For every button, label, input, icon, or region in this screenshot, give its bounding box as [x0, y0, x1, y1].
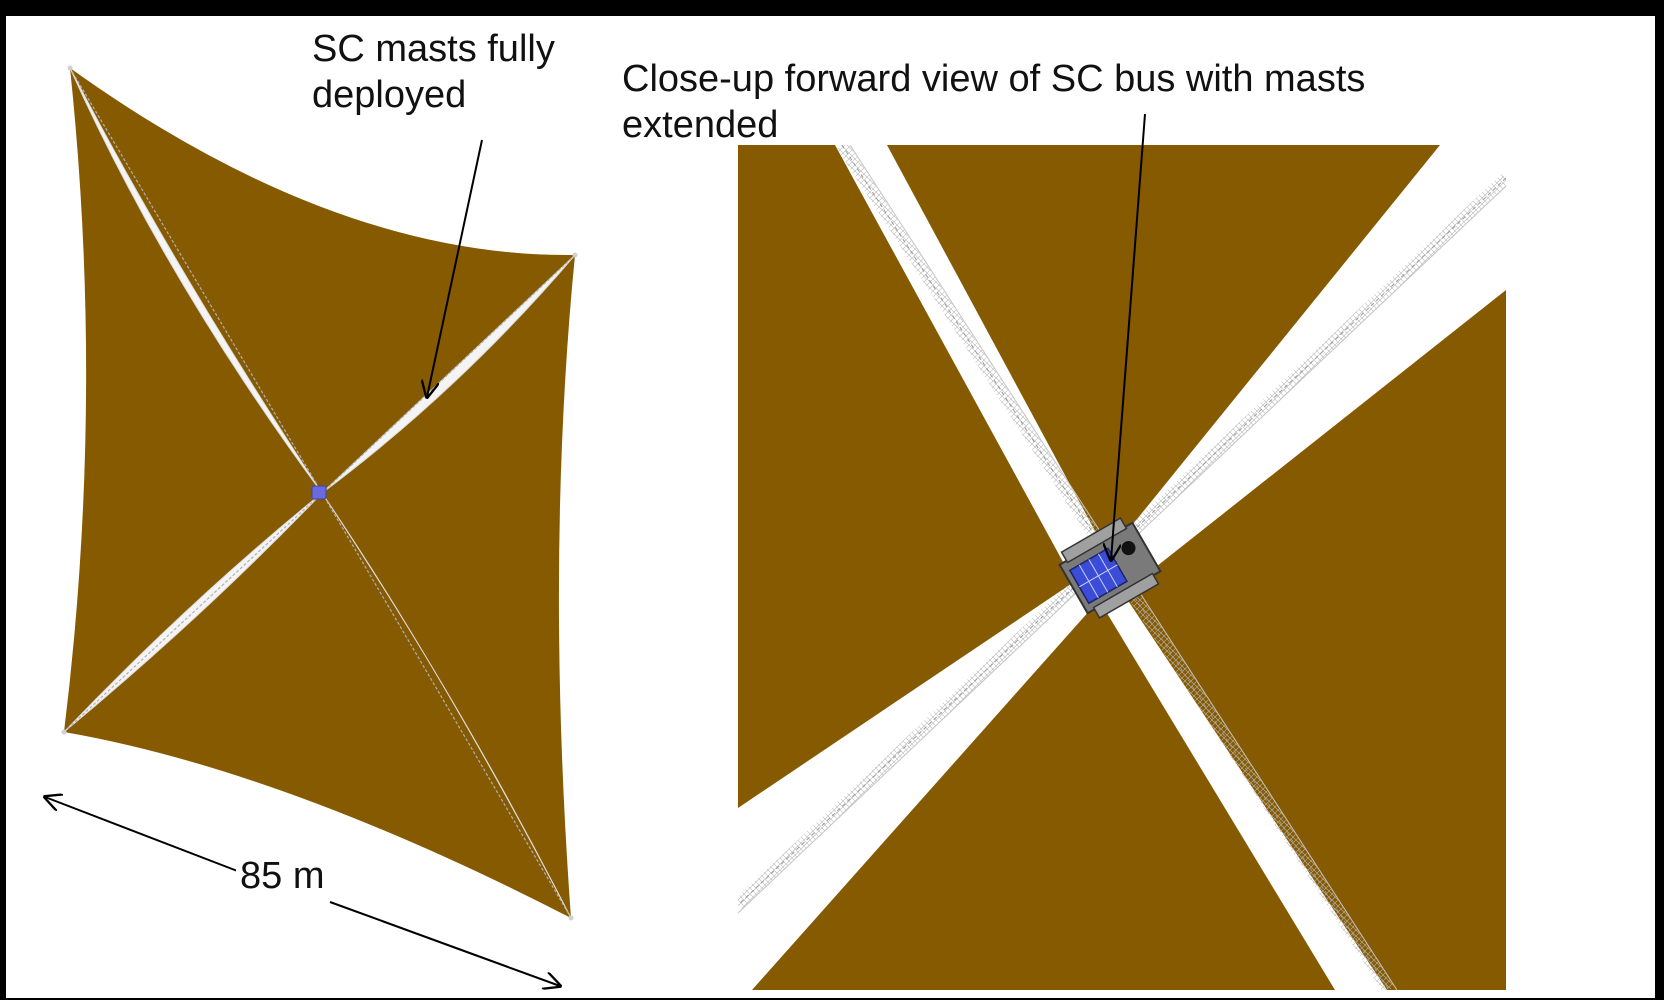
sail-panel-right — [1123, 290, 1506, 990]
masts-leader-arrow — [427, 139, 483, 397]
scale-label: 85 m — [236, 853, 329, 899]
masts-deployed-label: SC masts fully deployed — [312, 26, 555, 118]
closeup-label: Close-up forward view of SC bus with mas… — [622, 56, 1365, 148]
masts-label-line2: deployed — [312, 74, 467, 116]
solar-panel-cells — [1078, 553, 1118, 599]
sail-panel-left — [738, 145, 1074, 808]
frame-border — [4, 14, 1660, 1000]
closeup-label-line1: Close-up forward view of SC bus with mas… — [622, 58, 1366, 100]
boom-truss-lines — [63, 67, 576, 919]
sail-panel-bottom — [752, 600, 1335, 990]
bus-frame-top — [1060, 517, 1128, 564]
scale-dimension-arrow — [45, 797, 560, 986]
masts-label-line1: SC masts fully — [312, 28, 555, 70]
closeup-view — [738, 145, 1506, 990]
closeup-leader-arrow — [1111, 113, 1146, 560]
closeup-label-line2: extended — [622, 104, 779, 146]
boom-tip-markers — [61, 65, 578, 921]
spacecraft-bus-icon — [311, 485, 327, 500]
sail-panel-top — [887, 145, 1440, 555]
bus-sensor — [1121, 541, 1136, 556]
full-sail-view — [61, 65, 578, 921]
bus-frame-bottom — [1092, 572, 1160, 619]
